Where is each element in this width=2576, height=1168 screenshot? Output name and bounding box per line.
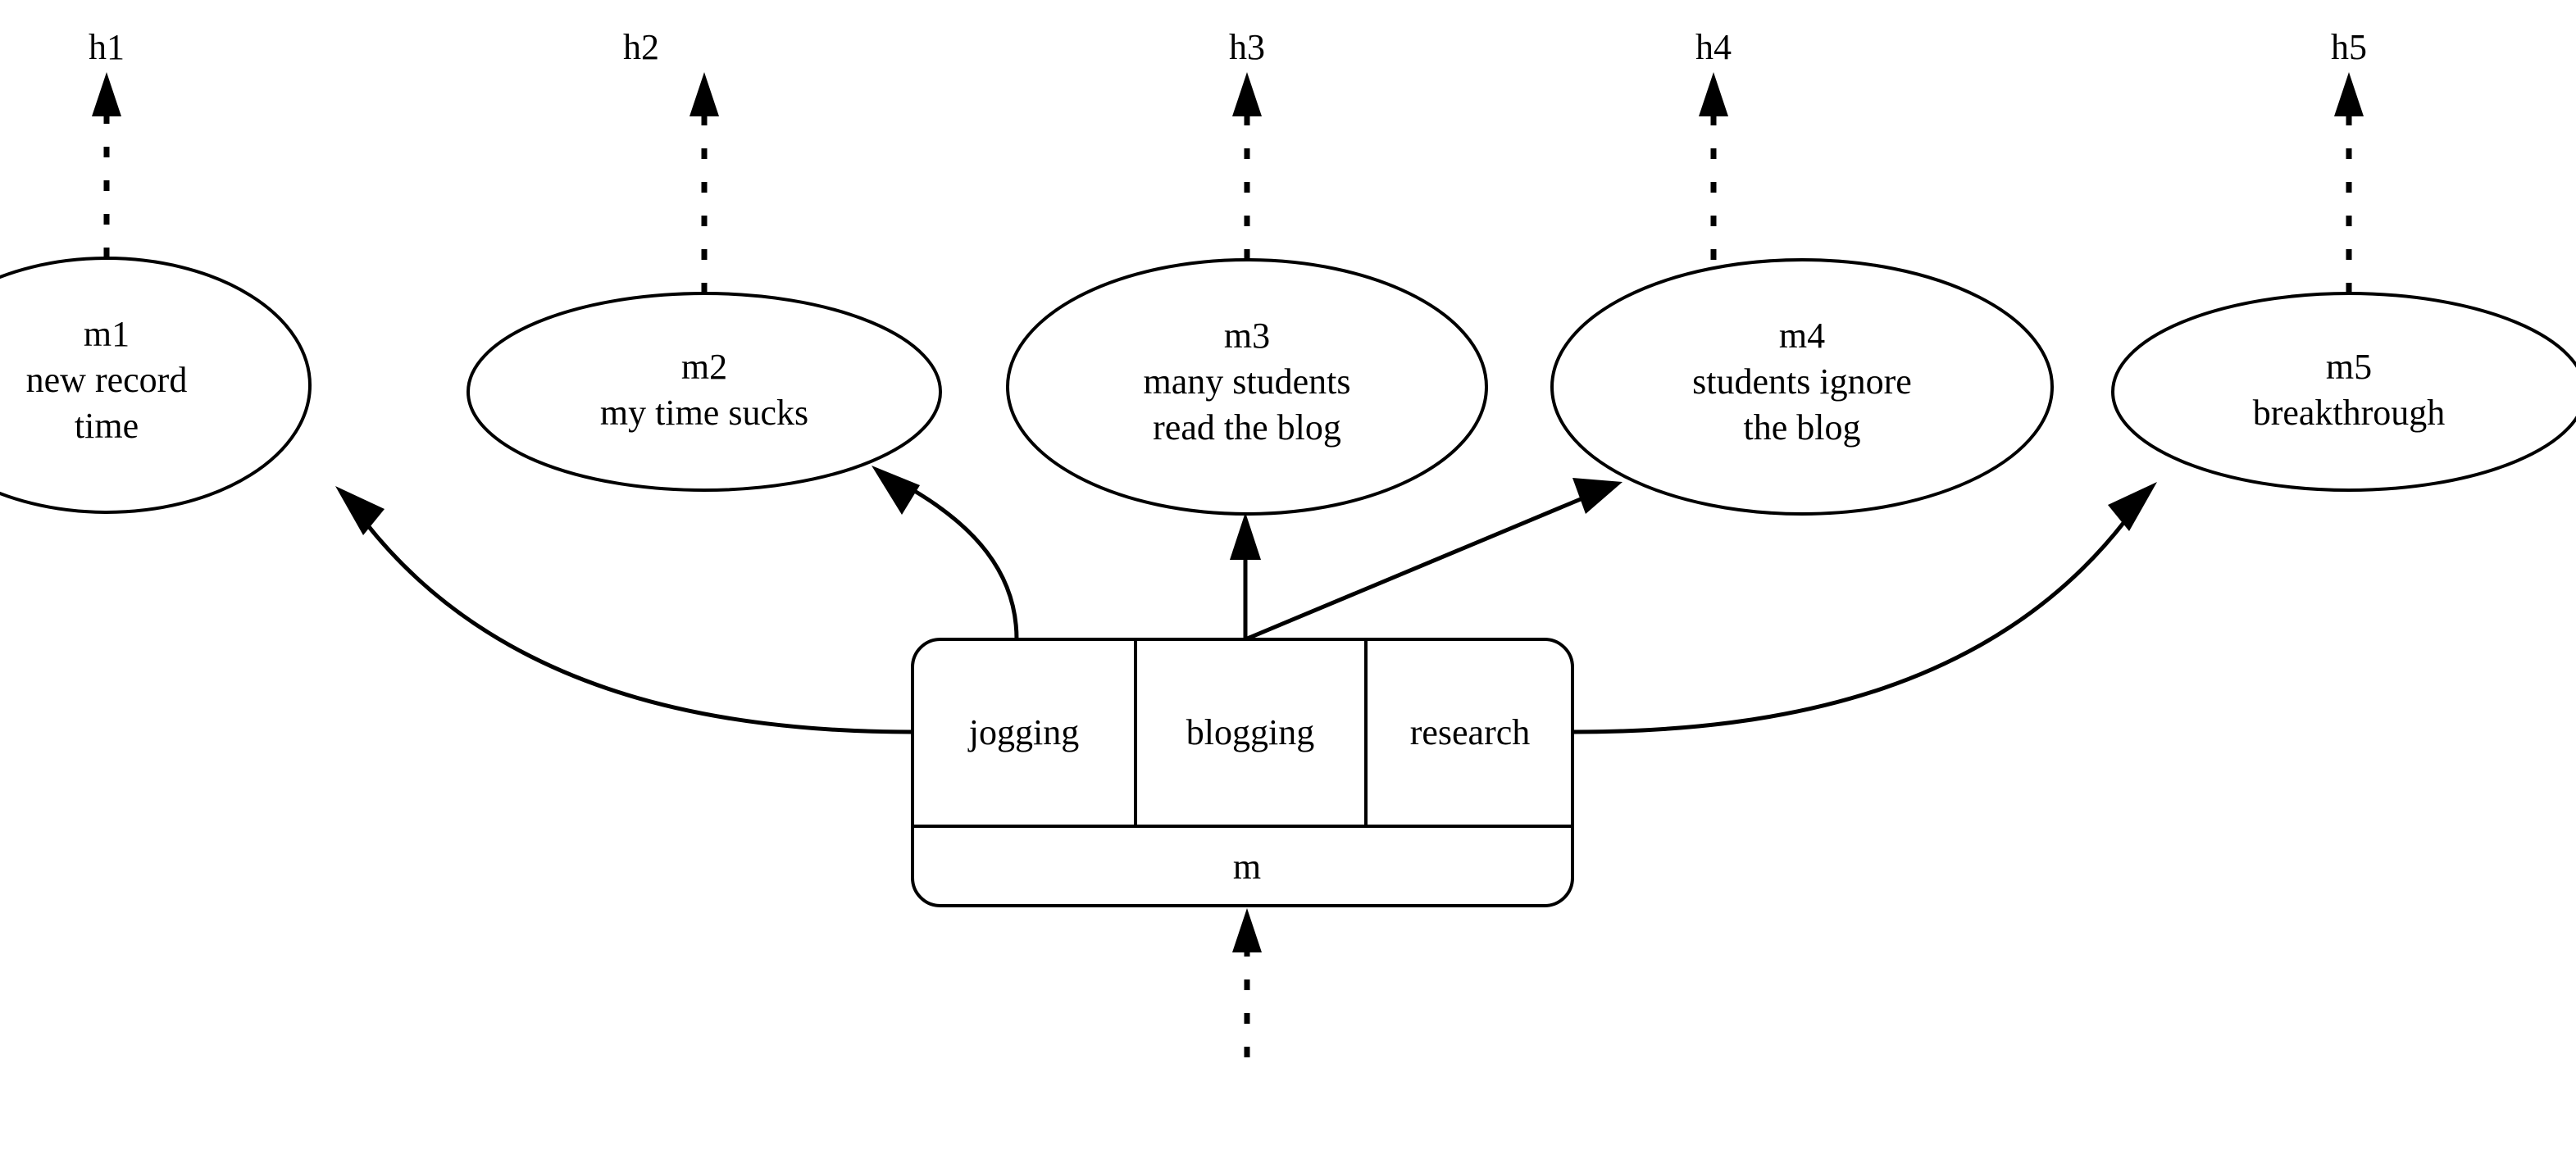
dashed-edge-m3-to-h3	[1232, 72, 1262, 260]
ellipse-m4-line-2: the blog	[1744, 407, 1861, 448]
solid-edge-m-to-m5	[1572, 482, 2157, 734]
ellipse-m5-line-0: m5	[2326, 347, 2372, 387]
object-box-compartment-jogging[interactable]: jogging	[967, 712, 1079, 752]
hypothesis-label-h4: h4	[1695, 27, 1732, 67]
ellipse-m3-line-2: read the blog	[1153, 407, 1341, 448]
ellipse-m4-line-0: m4	[1779, 316, 1825, 356]
ellipse-node-m1[interactable]: m1 new record time	[0, 257, 312, 514]
object-box-compartment-blogging[interactable]: blogging	[1186, 712, 1314, 752]
ellipse-m3-line-0: m3	[1224, 316, 1270, 356]
ellipse-node-m4[interactable]: m4 students ignore the blog	[1550, 258, 2054, 516]
ellipse-m5-line-1: breakthrough	[2253, 393, 2446, 433]
solid-edge-m-to-m3	[1230, 512, 1261, 639]
ellipse-m3-line-1: many students	[1144, 361, 1351, 402]
dashed-edge-m5-to-h5	[2334, 72, 2364, 293]
solid-edge-m-to-m2	[872, 466, 1019, 640]
solid-edge-m-to-m4	[1245, 478, 1623, 642]
hypothesis-label-h5: h5	[2331, 27, 2367, 67]
dashed-edge-m4-to-h4	[1699, 72, 1728, 260]
ellipse-m2-line-1: my time sucks	[600, 393, 808, 433]
object-box-m[interactable]: jogging blogging research m	[911, 638, 1574, 907]
solid-edge-m-to-m1	[335, 486, 913, 734]
dashed-edge-into-object-box	[1232, 908, 1262, 1057]
object-box-compartment-research[interactable]: research	[1410, 712, 1531, 752]
dashed-edge-m1-to-h1	[92, 72, 121, 258]
ellipse-node-m3[interactable]: m3 many students read the blog	[1006, 258, 1488, 516]
ellipse-m4-line-1: students ignore	[1692, 361, 1912, 402]
ellipse-m2-line-0: m2	[681, 347, 727, 387]
hypothesis-label-h1: h1	[89, 27, 125, 67]
hypothesis-label-h3: h3	[1229, 27, 1265, 67]
ellipse-m1-line-0: m1	[84, 314, 130, 354]
ellipse-node-m5[interactable]: m5 breakthrough	[2111, 292, 2576, 492]
hypothesis-label-h2: h2	[623, 27, 659, 67]
object-box-label: m	[1233, 847, 1261, 887]
ellipse-node-m2[interactable]: m2 my time sucks	[467, 292, 942, 492]
dashed-edge-m2-to-h2	[690, 72, 719, 293]
ellipse-m1-line-1: new record	[26, 360, 188, 400]
ellipse-m1-line-2: time	[75, 406, 139, 446]
